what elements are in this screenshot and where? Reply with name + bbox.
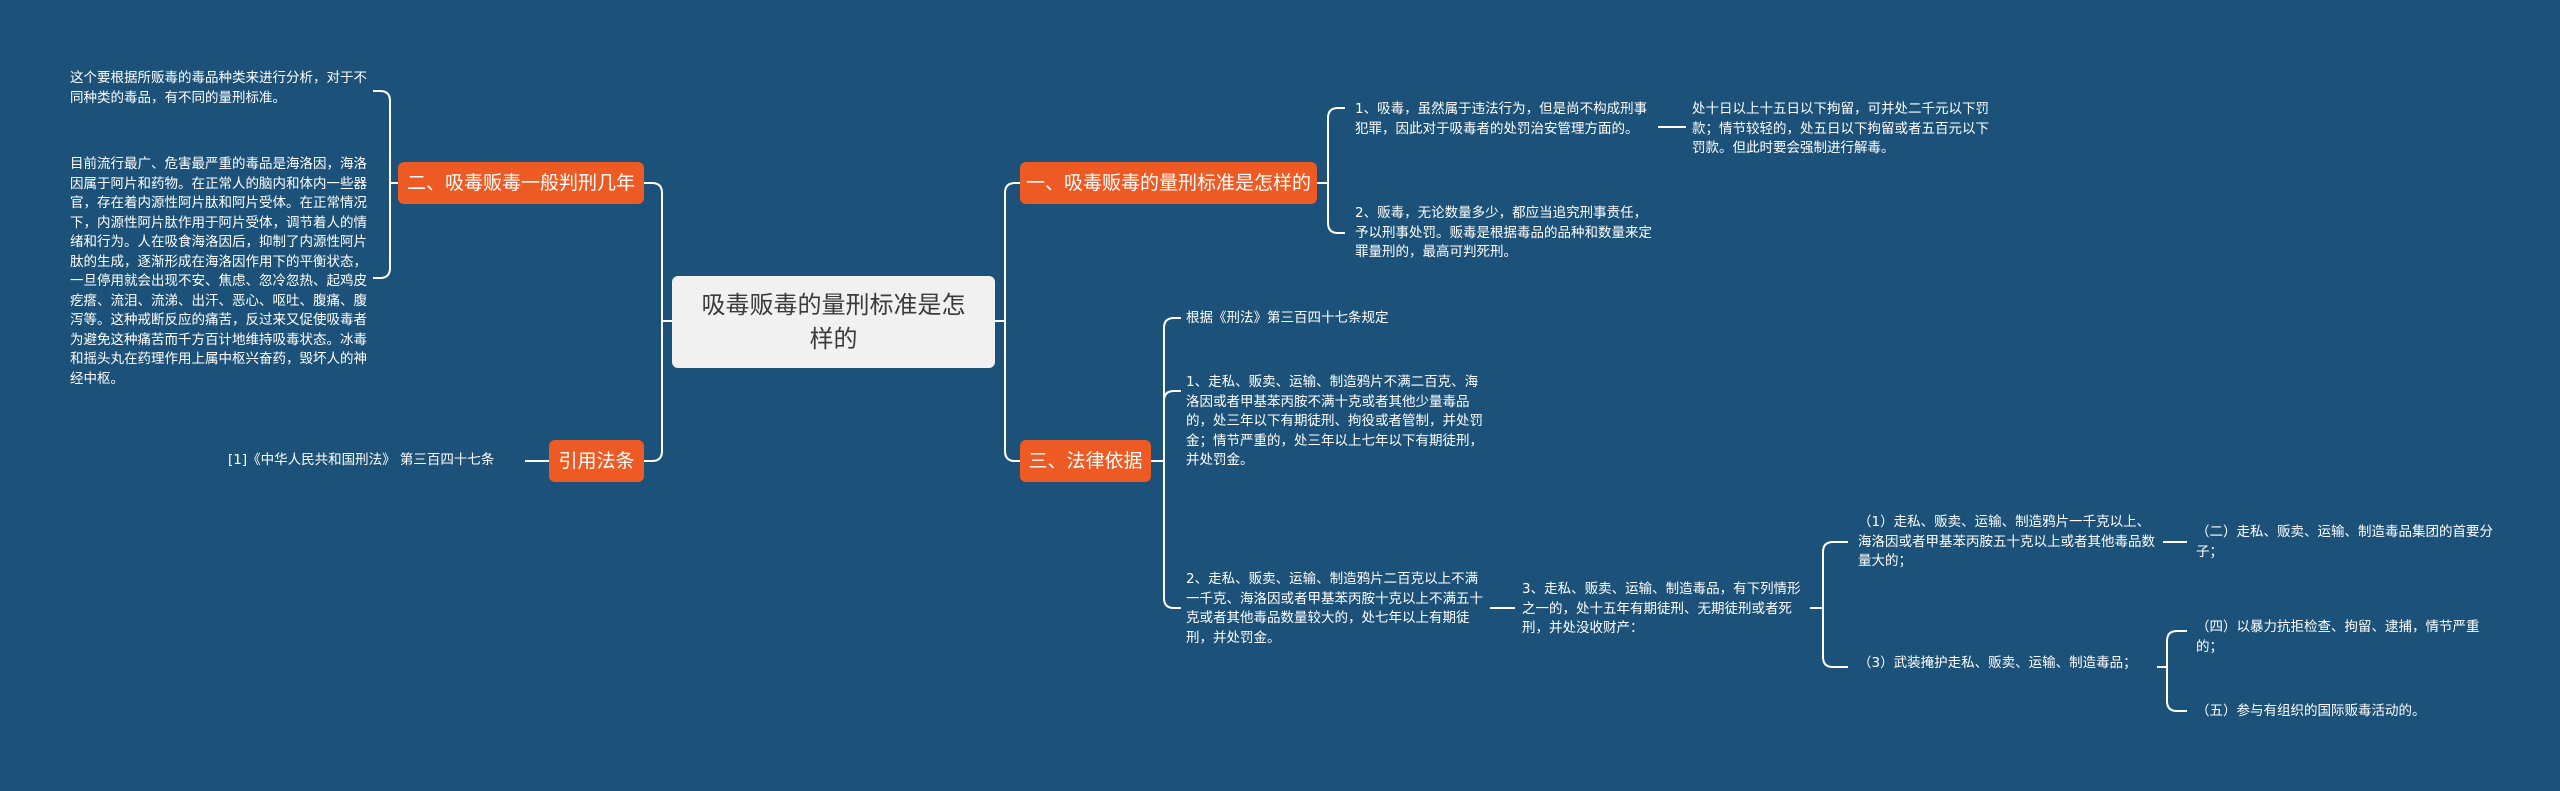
leaf-clause-3[interactable]: 3、走私、贩卖、运输、制造毒品，有下列情形之一的，处十五年有期徒刑、无期徒刑或者… xyxy=(1522,581,1801,636)
link-penalty-bracket xyxy=(373,90,398,279)
link-sub3-bracket xyxy=(2157,630,2187,712)
leaf-sub-5[interactable]: （五）参与有组织的国际贩毒活动的。 xyxy=(2196,703,2426,719)
leaf-heroin-effects-note[interactable]: 目前流行最广、危害最严重的毒品是海洛因，海洛因属于阿片和药物。在正常人的脑内和体… xyxy=(70,156,367,387)
link-basis-bracket xyxy=(1151,317,1181,609)
leaf-sub-4[interactable]: （四）以暴力抗拒检查、拘留、逮捕，情节严重的； xyxy=(2196,619,2480,655)
leaf-drug-use-penalty[interactable]: 处十日以上十五日以下拘留，可并处二千元以下罚款；情节较轻的，处五日以下拘留或者五… xyxy=(1692,101,1989,156)
link-clause3-bracket xyxy=(1810,541,1848,668)
link-standard-bracket xyxy=(1317,107,1345,234)
leaf-basis-intro[interactable]: 根据《刑法》第三百四十七条规定 xyxy=(1186,310,1389,326)
center-topic[interactable]: 吸毒贩毒的量刑标准是怎样的 xyxy=(672,276,995,368)
leaf-trafficking-item[interactable]: 2、贩毒，无论数量多少，都应当追究刑事责任，予以刑事处罚。贩毒是根据毒品的品种和… xyxy=(1355,205,1652,260)
link-right-bracket xyxy=(1004,182,1020,462)
leaf-drug-use-item[interactable]: 1、吸毒，虽然属于违法行为，但是尚不构成刑事犯罪，因此对于吸毒者的处罚治安管理方… xyxy=(1355,101,1648,137)
leaf-sub-3[interactable]: （3）武装掩护走私、贩卖、运输、制造毒品； xyxy=(1858,655,2137,671)
branch-legal-basis[interactable]: 三、法律依据 xyxy=(1020,440,1151,482)
link-left-bracket xyxy=(644,182,663,462)
leaf-sub-1[interactable]: （1）走私、贩卖、运输、制造鸦片一千克以上、海洛因或者甲基苯丙胺五十克以上或者其… xyxy=(1858,514,2155,569)
leaf-sub-2[interactable]: （二）走私、贩卖、运输、制造毒品集团的首要分子； xyxy=(2196,524,2493,560)
leaf-drug-types-note[interactable]: 这个要根据所贩毒的毒品种类来进行分析，对于不同种类的毒品，有不同的量刑标准。 xyxy=(70,70,367,106)
leaf-clause-2[interactable]: 2、走私、贩卖、运输、制造鸦片二百克以上不满一千克、海洛因或者甲基苯丙胺十克以上… xyxy=(1186,571,1483,646)
leaf-clause-1[interactable]: 1、走私、贩卖、运输、制造鸦片不满二百克、海洛因或者甲基苯丙胺不满十克或者其他少… xyxy=(1186,374,1483,468)
branch-sentencing-standard[interactable]: 一、吸毒贩毒的量刑标准是怎样的 xyxy=(1020,162,1317,204)
branch-penalty-duration[interactable]: 二、吸毒贩毒一般判刑几年 xyxy=(398,162,644,204)
branch-cited-statute[interactable]: 引用法条 xyxy=(549,440,644,482)
leaf-statute-reference[interactable]: [1]《中华人民共和国刑法》 第三百四十七条 xyxy=(228,452,495,468)
